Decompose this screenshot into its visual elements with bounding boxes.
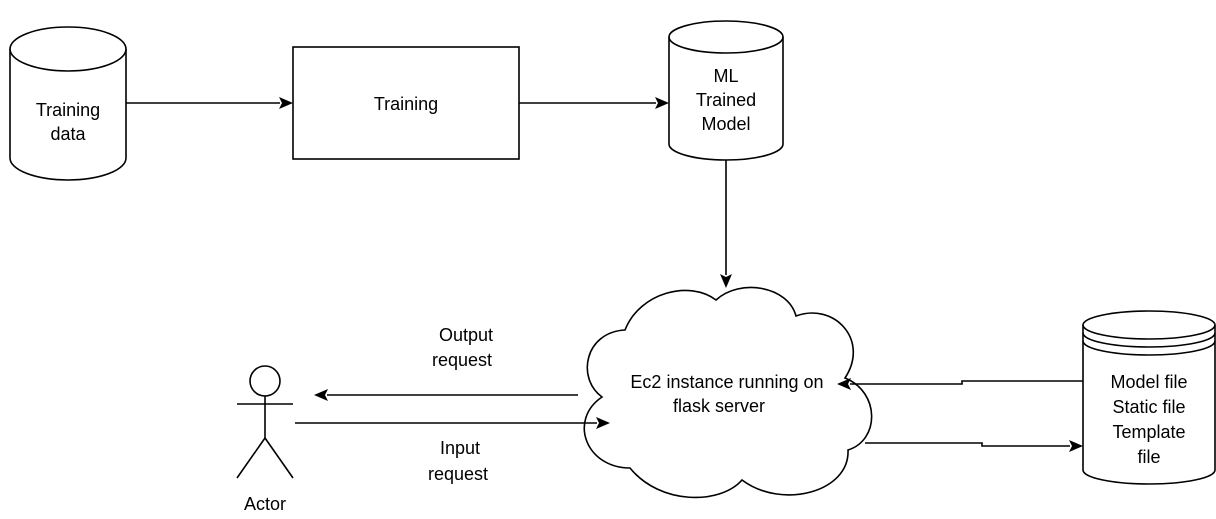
ml-trained-model-node: ML Trained Model — [668, 20, 784, 161]
arrowhead — [314, 389, 328, 401]
actor-left-leg — [236, 437, 266, 479]
training-process-node: Training — [292, 46, 520, 160]
arrowhead — [837, 378, 851, 390]
output-request-label-line-1: Output — [439, 325, 493, 345]
files-label-line-4: file — [1137, 447, 1160, 467]
files-label-line-1: Model file — [1110, 372, 1187, 392]
ml-model-label-line-2: Trained — [696, 90, 756, 110]
arrowhead — [655, 97, 669, 109]
ec2-label-line-2: flask server — [673, 396, 765, 416]
input-request-label-line-1: Input — [440, 438, 480, 458]
edge-training-data-to-training — [126, 97, 293, 109]
ml-model-label-line-1: ML — [713, 66, 738, 86]
edge-training-to-ml-model — [519, 97, 669, 109]
input-request-label-line-2: request — [428, 464, 488, 484]
edge-ec2-to-files — [865, 440, 1083, 452]
files-store-node: Model file Static file Template file — [1082, 310, 1216, 485]
edge-ec2-to-actor-output — [314, 389, 578, 401]
training-process-label: Training — [374, 94, 438, 114]
arrowhead — [720, 274, 732, 288]
edge-actor-to-ec2-input — [295, 417, 610, 429]
ec2-cloud-node: Ec2 instance running on flask server — [583, 286, 873, 499]
arrowhead — [1069, 440, 1083, 452]
edge-files-to-ec2 — [837, 378, 1083, 390]
files-label-line-2: Static file — [1112, 397, 1185, 417]
files-label-line-3: Template — [1112, 422, 1185, 442]
ec2-label-line-1: Ec2 instance running on — [630, 372, 823, 392]
edge-ml-model-to-ec2 — [720, 160, 732, 288]
arrowhead — [596, 417, 610, 429]
actor-right-leg — [264, 437, 294, 479]
training-data-node: Training data — [9, 26, 127, 181]
arrowhead — [279, 97, 293, 109]
training-data-label-line-1: Training — [36, 100, 100, 120]
actor-head — [249, 365, 281, 397]
ml-model-label-line-3: Model — [701, 114, 750, 134]
actor-node: Actor — [236, 365, 294, 514]
training-data-label-line-2: data — [50, 124, 86, 144]
output-request-label-line-2: request — [432, 350, 492, 370]
actor-label: Actor — [244, 494, 286, 514]
